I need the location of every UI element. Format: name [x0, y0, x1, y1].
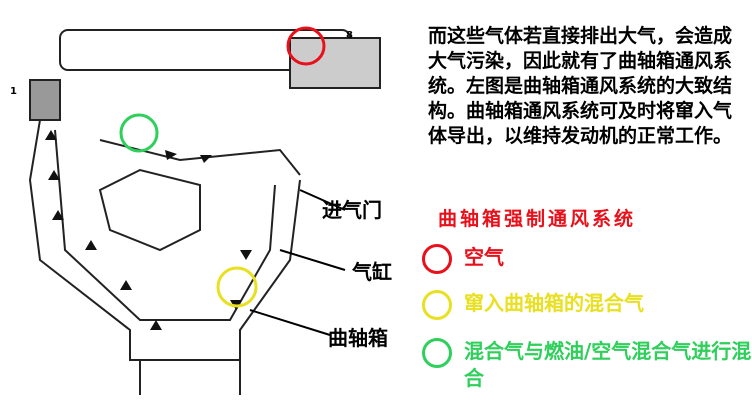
blowby-marker	[216, 266, 258, 308]
part-number-8: 8	[346, 30, 353, 41]
label-intake-valve: 进气门	[322, 198, 382, 222]
legend-item-air: 空气	[422, 244, 504, 274]
yellow-circle-icon	[422, 290, 452, 320]
engine-diagram	[28, 26, 381, 395]
legend-label: 窜入曲轴箱的混合气	[464, 291, 644, 315]
legend-label: 混合气与燃油/空气混合气进行混合	[464, 339, 752, 390]
label-cylinder: 气缸	[352, 260, 392, 284]
legend-item-mixing: 混合气与燃油/空气混合气进行混合	[422, 338, 752, 392]
diagram-title: 曲轴箱强制通风系统	[438, 208, 637, 230]
part-number-1: 1	[10, 86, 17, 97]
air-marker	[286, 26, 326, 66]
red-circle-icon	[422, 244, 452, 274]
legend-label: 空气	[464, 245, 504, 269]
legend-item-blowby: 窜入曲轴箱的混合气	[422, 290, 644, 320]
description-paragraph: 而这些气体若直接排出大气，会造成大气污染，因此就有了曲轴箱通风系统。左图是曲轴箱…	[428, 25, 733, 147]
green-circle-icon	[422, 338, 452, 368]
mixing-marker	[119, 113, 159, 153]
label-crankcase: 曲轴箱	[328, 326, 388, 350]
